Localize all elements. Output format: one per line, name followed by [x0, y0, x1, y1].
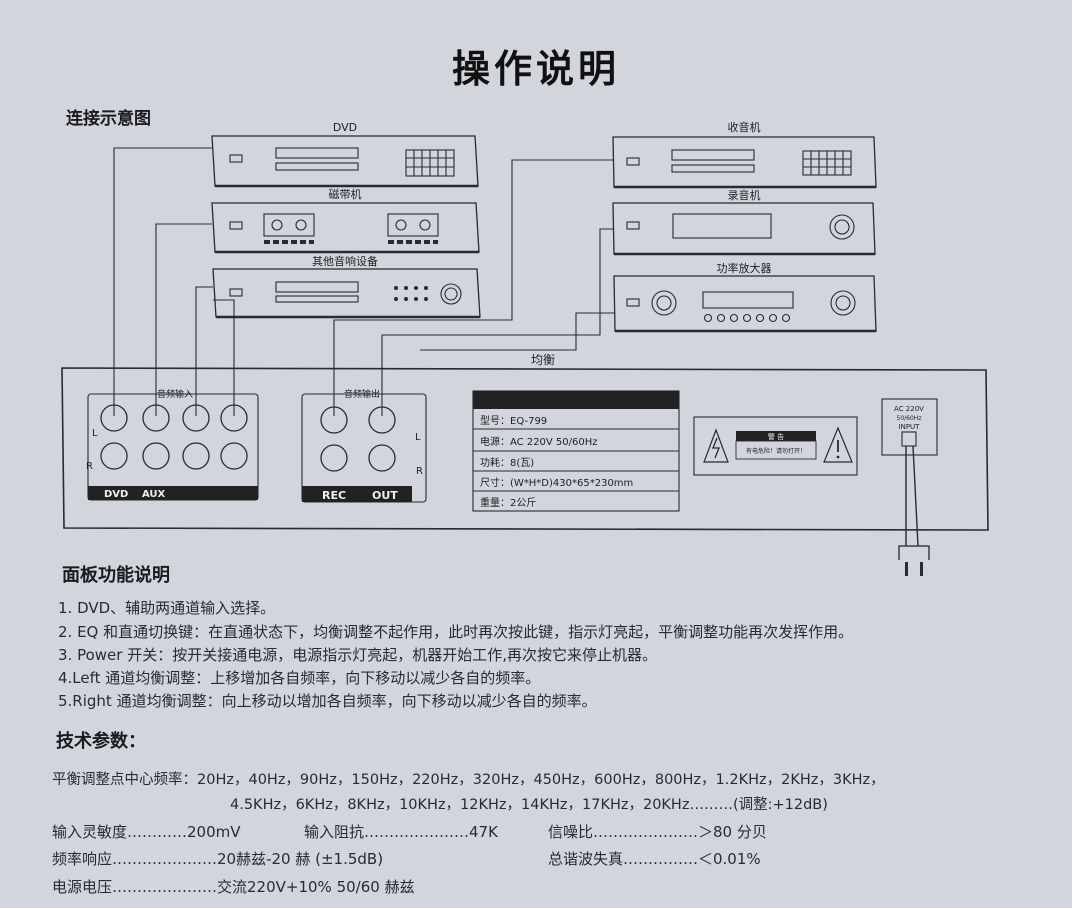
spec-consumption: 功耗：8(瓦) [480, 457, 534, 469]
tech-thd: 总谐波失真……………＜0.01% [548, 850, 761, 868]
output-r-label: R [416, 466, 423, 477]
input-group-label: 音频输入 [157, 388, 193, 400]
tech-impedance: 输入阻抗…………………47K [304, 823, 498, 841]
tech-sensitivity: 输入灵敏度…………200mV [52, 823, 241, 841]
ac-line3: INPUT [899, 423, 921, 431]
label-amp: 功率放大器 [717, 261, 772, 275]
output-l-label: L [415, 432, 421, 443]
panel-item-3: 3. Power 开关：按开关接通电源，电源指示灯亮起，机器开始工作,再次按它来… [58, 646, 657, 664]
spec-power-supply: 电源：AC 220V 50/60Hz [480, 435, 598, 448]
electric-hazard-icon [712, 437, 720, 459]
spec-weight: 重量：2公斤 [480, 496, 536, 509]
power-cord [905, 445, 919, 547]
warning-plate: 警 告 有电危险！请勿打开！ [693, 416, 858, 476]
diagram-heading: 连接示意图 [66, 109, 151, 129]
label-radio: 收音机 [728, 120, 761, 134]
ac-line2: 50/60Hz [897, 415, 922, 422]
input-dvd-label: DVD [104, 489, 128, 500]
input-r-label: R [86, 461, 93, 472]
panel-item-5: 5.Right 通道均衡调整：向上移动以增加各自频率，向下移动以减少各自的频率。 [58, 692, 597, 710]
label-tape: 磁带机 [329, 187, 362, 201]
warning-text: 有电危险！请勿打开！ [746, 447, 806, 455]
tech-freq-line2: 4.5KHz，6KHz，8KHz，10KHz，12KHz，14KHz，17KHz… [230, 797, 828, 813]
tech-freq-line1: 平衡调整点中心频率：20Hz，40Hz，90Hz，150Hz，220Hz，320… [52, 772, 885, 788]
page-title: 操作说明 [451, 47, 620, 91]
output-group-label: 音频输出 [344, 388, 380, 400]
tech-response: 频率响应…………………20赫兹-20 赫 (±1.5dB) [52, 850, 384, 868]
plug-prong-left [905, 562, 908, 576]
label-other: 其他音响设备 [312, 254, 378, 268]
eq-label: 均衡 [531, 353, 555, 367]
panel-item-2: 2. EQ 和直通切换键：在直通状态下，均衡调整不起作用，此时再次按此键，指示灯… [58, 623, 854, 641]
input-aux-label: AUX [142, 489, 166, 500]
spec-model: 型号：EQ-799 [480, 414, 547, 427]
tech-voltage: 电源电压…………………交流220V+10% 50/60 赫兹 [52, 878, 415, 896]
specs-plate: 型号：EQ-799 电源：AC 220V 50/60Hz 功耗：8(瓦) 尺寸：… [472, 390, 680, 512]
plug-prong-right [920, 562, 923, 576]
spec-size: 尺寸：(W*H*D)430*65*230mm [480, 476, 633, 489]
label-recorder: 录音机 [728, 188, 761, 202]
panel-item-1: 1. DVD、辅助两通道输入选择。 [58, 599, 276, 617]
panel-item-4: 4.Left 通道均衡调整：上移增加各自频率，向下移动以减少各自的频率。 [58, 669, 541, 687]
label-dvd: DVD [333, 121, 357, 134]
ac-line1: AC 220V [894, 405, 924, 413]
tech-heading: 技术参数： [56, 731, 146, 752]
tech-snr: 信噪比…………………＞80 分贝 [548, 823, 767, 841]
power-plug [898, 545, 930, 560]
connection-diagram: DVD 磁带机 其他音响设备 收音机 录音机 功率放大器 均衡 音频输入 L R… [61, 120, 989, 560]
output-out-label: OUT [372, 489, 398, 502]
warning-title: 警 告 [768, 432, 784, 441]
output-rec-label: REC [322, 489, 346, 502]
panel-heading: 面板功能说明 [62, 565, 170, 586]
caution-icon [823, 426, 853, 463]
input-l-label: L [92, 428, 98, 439]
